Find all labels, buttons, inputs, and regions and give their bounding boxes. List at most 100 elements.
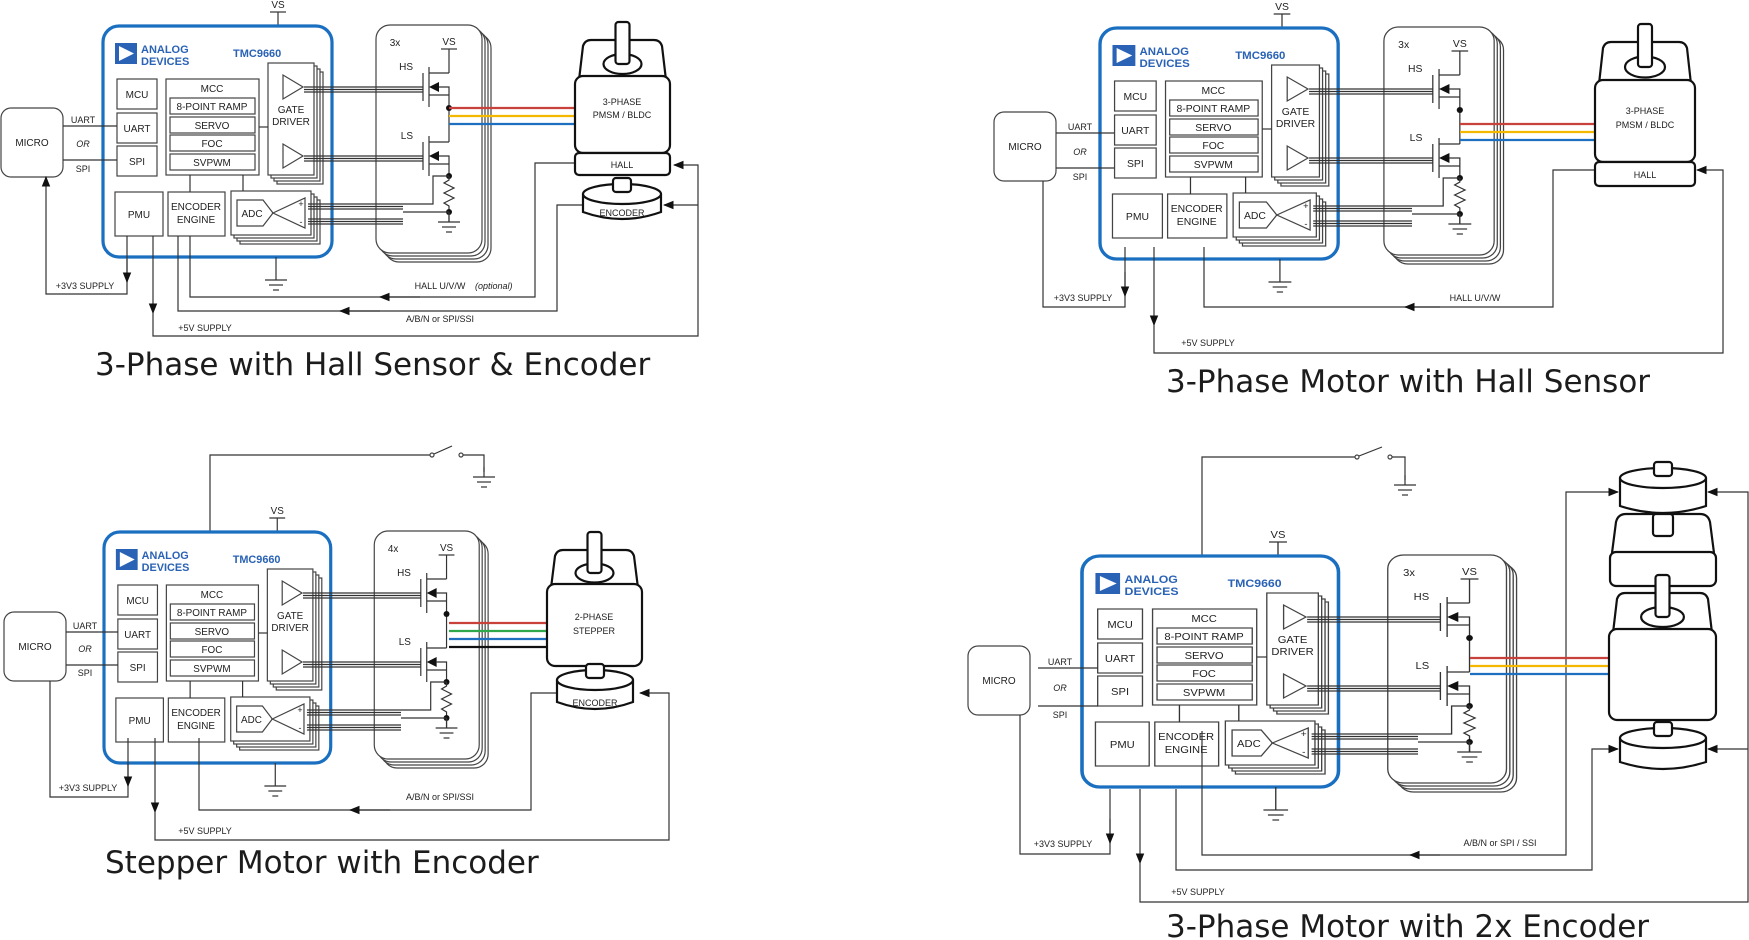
hall-return-wire	[1203, 169, 1595, 308]
diagram-title: Stepper Motor with Encoder	[105, 845, 539, 881]
hs-label: HS	[1414, 592, 1430, 603]
shunt-resistor-icon	[442, 176, 456, 212]
gate-label-1: GATE	[278, 105, 305, 116]
diagram-hall-encoder: VSANALOGDEVICESTMC9660MCUUARTSPIMCC8-POI…	[0, 0, 699, 383]
micro-controller-box	[993, 111, 1057, 182]
motor-shaft	[1636, 22, 1654, 69]
vs-label: VS	[442, 37, 456, 48]
amp-minus: -	[300, 217, 303, 227]
svpwm-block	[1156, 683, 1253, 701]
bus-spi-label: SPI	[78, 668, 93, 678]
low-side-fet	[1439, 666, 1471, 706]
ramp-block	[1156, 627, 1253, 645]
motor-label-2: STEPPER	[573, 626, 616, 636]
bus-uart-label: UART	[73, 621, 98, 631]
svpwm-label: SVPWM	[1194, 160, 1233, 171]
supply-3v3-label: +3V3 SUPPLY	[56, 281, 115, 291]
adc-label: ADC	[241, 715, 262, 726]
gearbox	[1608, 512, 1718, 588]
motor-label-1: 3-PHASE	[603, 97, 642, 107]
bus-or-label: OR	[1073, 147, 1087, 157]
encoder-engine-label-2: ENGINE	[177, 215, 216, 226]
supply-5v-wire	[154, 688, 670, 841]
pmu-block	[114, 191, 164, 237]
encoder-engine-label-1: ENCODER	[171, 708, 220, 719]
motor-shaft	[1654, 573, 1671, 619]
adc-symbol	[236, 705, 274, 733]
chip-ground-icon	[1263, 800, 1289, 821]
micro-label: MICRO	[1008, 142, 1042, 153]
ramp-label: 8-POINT RAMP	[1164, 632, 1243, 643]
gate-label-1: GATE	[1278, 635, 1308, 646]
high-side-fet	[422, 67, 450, 107]
spi-label: SPI	[129, 157, 145, 168]
uart-label: UART	[1121, 126, 1149, 137]
encoder-shaft	[584, 662, 606, 680]
mcu-block	[1097, 608, 1144, 640]
tmc9660-block: VSANALOGDEVICESTMC9660MCUUARTSPIMCC8-POI…	[102, 506, 489, 797]
stage-vs-tick: VS	[1460, 567, 1479, 580]
svpwm-block	[1169, 155, 1259, 173]
switch-ground-icon	[473, 467, 495, 488]
mcc-label: MCC	[201, 84, 224, 95]
spi-block	[117, 651, 159, 683]
current-sense-amp-icon	[271, 197, 306, 229]
servo-block	[169, 622, 256, 640]
diagram-stepper-encoder: VSANALOGDEVICESTMC9660MCUUARTSPIMCC8-POI…	[3, 445, 670, 881]
sense-plus-wire	[403, 175, 449, 205]
brand-line-1: ANALOG	[1125, 574, 1178, 586]
motor-shaft	[586, 530, 603, 575]
high-side-fet	[420, 573, 448, 613]
current-sense-amp-icon	[270, 703, 305, 735]
top-encoder-disk	[1618, 460, 1708, 515]
supply-5v-label: +5V SUPPLY	[1171, 887, 1225, 897]
hs-driver-amp-icon	[281, 579, 304, 607]
switch-terminal	[1354, 454, 1360, 460]
mcu-label: MCU	[1107, 620, 1132, 631]
bus-or-label: OR	[78, 644, 92, 654]
diagram-title: 3-Phase with Hall Sensor & Encoder	[95, 347, 650, 383]
stage-vs-tick: VS	[438, 543, 455, 556]
encoder-engine-label-2: ENGINE	[1177, 217, 1217, 228]
chip-name: TMC9660	[1235, 50, 1285, 62]
stage-multiplier: 3x	[1398, 40, 1409, 51]
ls-driver-amp-icon	[281, 648, 304, 676]
diagram-dual-encoder: VSANALOGDEVICESTMC9660MCUUARTSPIMCC8-POI…	[967, 446, 1749, 940]
junction-dot	[1466, 635, 1473, 641]
svpwm-label: SVPWM	[193, 158, 231, 169]
chip-ground-icon	[264, 776, 287, 797]
servo-block	[1156, 646, 1253, 664]
encoder-engine-label-2: ENGINE	[1165, 745, 1208, 756]
fet-body	[436, 661, 448, 670]
amp-plus: +	[297, 705, 302, 715]
encoder-shaft	[1652, 460, 1674, 478]
ramp-block	[169, 603, 256, 621]
pmu-block	[1094, 721, 1150, 767]
pmu-label: PMU	[129, 716, 151, 727]
bldc-motor	[1607, 573, 1718, 722]
uart-label: UART	[1105, 654, 1136, 665]
brand-line-1: ANALOG	[141, 44, 189, 56]
chip-name: TMC9660	[233, 48, 281, 60]
vs-label: VS	[271, 506, 285, 517]
chip-name: TMC9660	[1228, 578, 1282, 590]
amp-plus: +	[298, 199, 303, 209]
gate-label-1: GATE	[1282, 107, 1310, 118]
encoder-label: ENCODER	[572, 698, 618, 708]
motor-housing	[1607, 627, 1718, 722]
amp-plus: +	[1301, 729, 1307, 739]
fet-arrow-icon	[1447, 681, 1459, 691]
fet-arrow-icon	[429, 82, 439, 92]
hs-driver-amp-icon	[282, 73, 305, 101]
brand-line-2: DEVICES	[142, 562, 190, 574]
bus-spi-label: SPI	[1073, 172, 1088, 182]
mcu-block	[1113, 80, 1157, 112]
micro-controller-box	[0, 107, 64, 178]
high-side-fet	[1439, 597, 1471, 637]
